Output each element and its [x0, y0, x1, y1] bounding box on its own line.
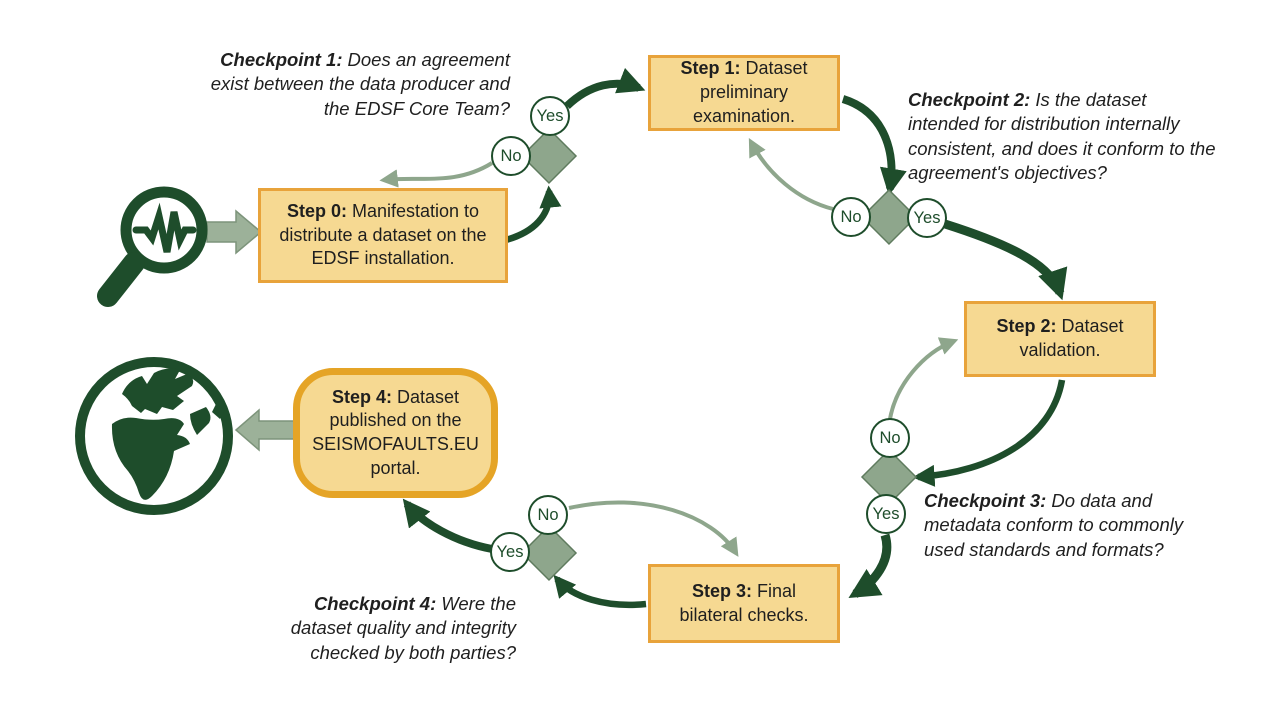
cp4-diamond	[520, 524, 578, 582]
step4-description: Dataset published on the SEISMOFAULTS.EU…	[312, 386, 479, 478]
cp3-no-circle: No	[870, 418, 910, 458]
arrow-yes-cp1-to-step1	[564, 67, 646, 109]
arrow-yes-cp3-to-step3	[848, 533, 892, 598]
cp3-no-label: No	[879, 428, 901, 447]
step2-label: Step 2:	[996, 316, 1057, 337]
step1-description: Dataset preliminary examination.	[692, 58, 808, 126]
step2-text: Step 2:Dataset validation.	[977, 315, 1143, 363]
cp2-no-label: No	[840, 207, 862, 226]
step1-box: Step 1:Dataset preliminary examination.	[648, 55, 840, 131]
arrow-step2-to-cp3	[912, 379, 1066, 487]
cp1-diamond	[520, 127, 578, 185]
step2-box: Step 2:Dataset validation.	[964, 301, 1156, 377]
checkpoint3-question: Do data and metadata conform to commonly…	[924, 490, 1184, 560]
step0-label: Step 0:	[286, 200, 347, 221]
arrow-no-cp2-to-step1	[748, 137, 834, 211]
arrow-yes-cp4-to-step4	[402, 498, 493, 553]
cp2-yes-label: Yes	[913, 208, 941, 227]
arrow-step3-to-cp4	[553, 574, 647, 609]
cp3-yes-label: Yes	[872, 504, 900, 523]
step3-label: Step 3:	[691, 580, 752, 601]
cp3-yes-circle: Yes	[866, 494, 906, 534]
checkpoint1-question: Does an agreement exist between the data…	[210, 49, 510, 119]
cp4-yes-circle: Yes	[490, 532, 530, 572]
step1-label: Step 1:	[680, 58, 741, 79]
step4-box: Step 4:Dataset published on the SEISMOFA…	[293, 368, 498, 498]
arrow-no-cp1-to-step0	[379, 161, 494, 188]
checkpoint2-text: Checkpoint 2:Is the dataset intended for…	[908, 88, 1220, 186]
arrow-no-cp3-to-step2	[888, 337, 959, 420]
step3-description: Final bilateral checks.	[679, 580, 809, 625]
cp4-no-circle: No	[528, 495, 568, 535]
cp4-no-label: No	[537, 505, 559, 524]
step0-box: Step 0:Manifestation to distribute a dat…	[258, 188, 508, 283]
globe-asia-landmass	[212, 404, 225, 419]
step4-label: Step 4:	[331, 386, 392, 407]
checkpoint2-question: Is the dataset intended for distribution…	[908, 89, 1216, 184]
checkpoint1-text: Checkpoint 1:Does an agreement exist bet…	[206, 48, 510, 121]
cp2-diamond	[860, 188, 918, 246]
arrow-step0-to-cp1	[501, 185, 562, 245]
step2-description: Dataset validation.	[1019, 316, 1124, 360]
step4-text: Step 4:Dataset published on the SEISMOFA…	[310, 386, 481, 481]
checkpoint1-label: Checkpoint 1:	[220, 49, 343, 70]
globe-europe-landmass	[122, 368, 194, 414]
arrow-no-cp4-to-step3	[568, 500, 739, 557]
seismograph-magnifier-icon	[97, 186, 208, 307]
cp1-yes-label: Yes	[536, 106, 564, 125]
globe-africa-landmass	[111, 417, 190, 500]
step3-box: Step 3:Final bilateral checks.	[648, 564, 840, 643]
step1-text: Step 1:Dataset preliminary examination.	[661, 57, 827, 128]
step0-text: Step 0:Manifestation to distribute a dat…	[271, 200, 495, 271]
checkpoint3-label: Checkpoint 3:	[924, 490, 1047, 511]
checkpoint2-label: Checkpoint 2:	[908, 89, 1031, 110]
cp1-yes-circle: Yes	[530, 96, 570, 136]
globe-earth-icon	[75, 357, 233, 515]
checkpoint4-question: Were the dataset quality and integrity c…	[290, 593, 516, 663]
block-arrow-magnifier-to-step0	[206, 209, 263, 255]
checkpoint4-label: Checkpoint 4:	[313, 593, 437, 614]
arrow-step1-to-cp2	[841, 95, 907, 196]
step3-text: Step 3:Final bilateral checks.	[661, 580, 827, 628]
checkpoint3-text: Checkpoint 3:Do data and metadata confor…	[924, 489, 1184, 562]
cp4-yes-label: Yes	[496, 542, 524, 561]
cp1-no-label: No	[500, 146, 522, 165]
globe-arabia-landmass	[190, 407, 211, 435]
arrow-yes-cp2-to-step2	[943, 219, 1068, 301]
block-arrow-step4-to-globe	[234, 408, 296, 452]
cp2-yes-circle: Yes	[907, 198, 947, 238]
cp2-no-circle: No	[831, 197, 871, 237]
step0-description: Manifestation to distribute a dataset on…	[279, 200, 487, 269]
checkpoint4-text: Checkpoint 4:Were the dataset quality an…	[252, 592, 516, 665]
cp1-no-circle: No	[491, 136, 531, 176]
